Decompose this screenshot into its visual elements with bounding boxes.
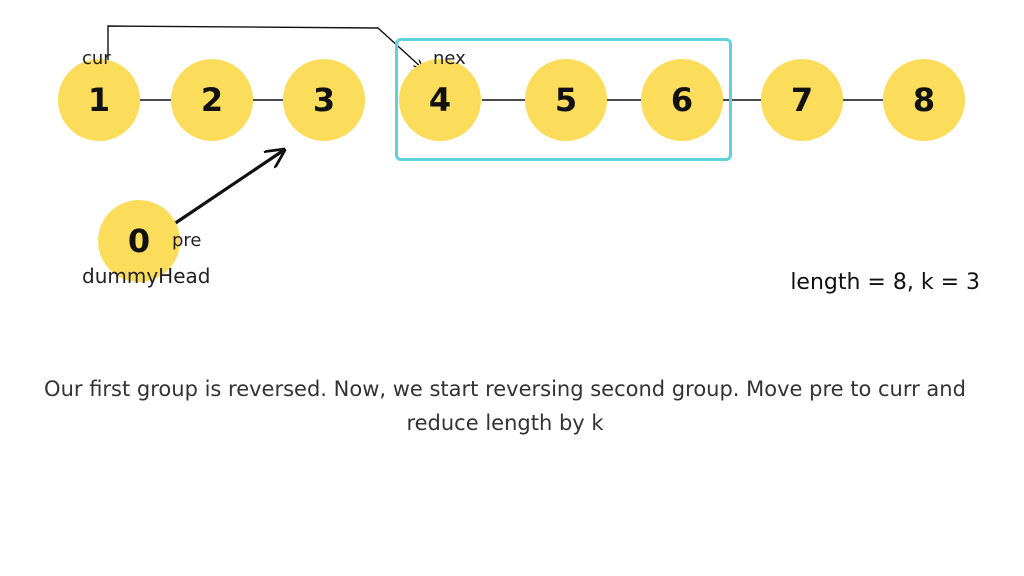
length-k-label: length = 8, k = 3	[790, 270, 980, 295]
node-8: 8	[883, 59, 965, 141]
node-7: 7	[761, 59, 843, 141]
node-4: 4	[399, 59, 481, 141]
pre-label: pre	[172, 230, 202, 251]
caption-line-1: Our first group is reversed. Now, we sta…	[44, 377, 966, 401]
nex-label: nex	[433, 48, 466, 69]
second-group-box	[395, 38, 732, 161]
node-3: 3	[283, 59, 365, 141]
node-1: 1	[58, 59, 140, 141]
caption: Our first group is reversed. Now, we sta…	[0, 372, 1010, 440]
cur-label: cur	[82, 48, 111, 69]
node-6: 6	[641, 59, 723, 141]
caption-line-2: reduce length by k	[406, 411, 604, 435]
node-2: 2	[171, 59, 253, 141]
node-0: 0	[98, 200, 180, 282]
node-5: 5	[525, 59, 607, 141]
dummyhead-label: dummyHead	[82, 264, 211, 288]
edge-0-to-3	[172, 150, 284, 226]
edge-1-to-4	[107, 25, 422, 68]
